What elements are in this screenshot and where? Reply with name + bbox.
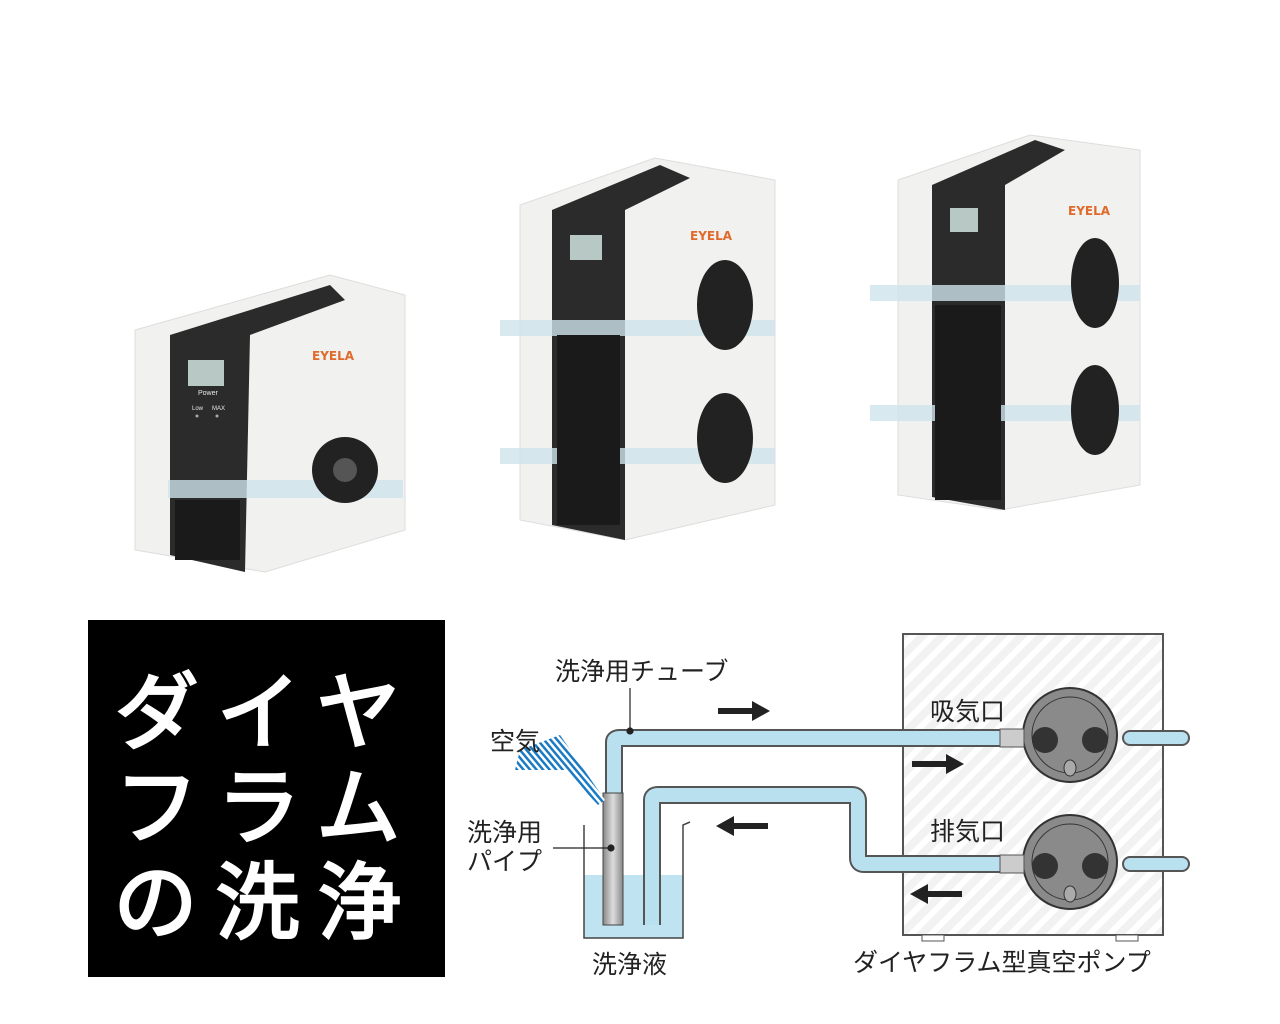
cleaning-tube (605, 728, 1025, 925)
flow-arrows (716, 701, 964, 904)
cleaning-pipe (602, 792, 624, 926)
pump-head-exhaust (1022, 814, 1118, 910)
max-label: MAX (212, 406, 225, 412)
arrow-left-icon (910, 884, 962, 904)
air-flow (515, 735, 605, 805)
title-line-2: フラム (114, 759, 419, 857)
label-cleaning-tube: 洗浄用チューブ (555, 657, 729, 686)
low-indicator-icon (195, 414, 199, 418)
low-label: Low (192, 406, 204, 412)
label-pump-name: ダイヤフラム型真空ポンプ (853, 948, 1151, 977)
title-line-1: ダイヤ (114, 664, 419, 762)
pump-photo-large: EYELA (870, 134, 1141, 511)
max-indicator-icon (215, 414, 219, 418)
outlet-tubes (1122, 730, 1190, 872)
label-cleaning-pipe-2: パイプ (467, 847, 543, 876)
leader-lines (553, 688, 634, 852)
pump-head-intake (1022, 687, 1118, 783)
title-panel: ダイヤ フラム の洗浄 (88, 620, 445, 977)
pump-photo-small: Power Low MAX EYELA (134, 274, 406, 573)
label-cleaning-liquid: 洗浄液 (592, 950, 668, 979)
svg-text:EYELA: EYELA (1068, 204, 1111, 218)
arrow-right-icon (718, 701, 770, 721)
label-intake-port: 吸気口 (930, 697, 1006, 726)
pump-photo-medium: EYELA (500, 157, 776, 541)
beaker (583, 821, 691, 939)
label-exhaust-port: 排気口 (930, 817, 1006, 846)
svg-text:EYELA: EYELA (690, 229, 733, 243)
label-air: 空気 (490, 727, 541, 756)
arrow-left-icon (716, 816, 768, 836)
title-line-3: の洗浄 (113, 854, 420, 952)
label-cleaning-pipe-1: 洗浄用 (467, 818, 543, 847)
brand-logo: EYELA (312, 349, 355, 363)
power-label: Power (198, 390, 219, 397)
arrow-right-icon (912, 754, 964, 774)
